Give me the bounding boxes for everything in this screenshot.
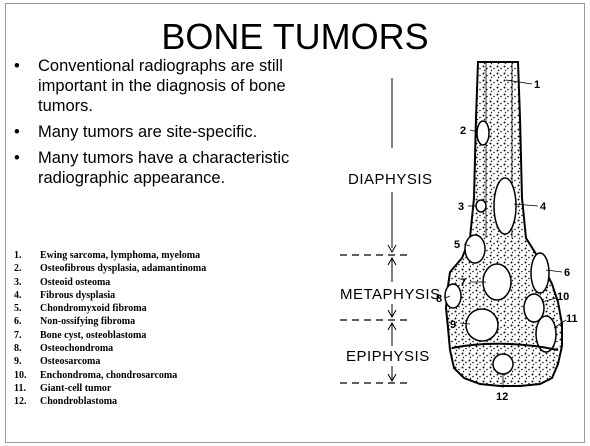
tumor-list-item: 2. Osteofibrous dysplasia, adamantinoma bbox=[14, 262, 314, 275]
bullet-icon: • bbox=[14, 148, 20, 168]
lesion-5 bbox=[465, 235, 485, 263]
callout-12: 12 bbox=[496, 391, 508, 403]
tumor-name: Ewing sarcoma, lymphoma, myeloma bbox=[40, 250, 200, 261]
tumor-number: 3. bbox=[14, 276, 22, 289]
bullet-list: • Conventional radiographs are still imp… bbox=[14, 56, 304, 194]
tumor-number: 4. bbox=[14, 289, 22, 302]
tumor-list-item: 5. Chondromyxoid fibroma bbox=[14, 302, 314, 315]
tumor-number: 6. bbox=[14, 315, 22, 328]
lesion-8 bbox=[445, 284, 461, 308]
tumor-number: 2. bbox=[14, 262, 22, 275]
tumor-list-item: 3. Osteoid osteoma bbox=[14, 276, 314, 289]
tumor-name: Osteochondroma bbox=[40, 343, 113, 354]
callout-5: 5 bbox=[454, 239, 460, 251]
tumor-name: Giant-cell tumor bbox=[40, 383, 111, 394]
bullet-item: • Many tumors have a characteristic radi… bbox=[14, 148, 304, 188]
tumor-number: 10. bbox=[14, 369, 27, 382]
tumor-name: Chondromyxoid fibroma bbox=[40, 303, 147, 314]
bone-diagram: DIAPHYSIS METAPHYSIS EPIPHYSIS bbox=[300, 58, 586, 442]
tumor-name: Osteosarcoma bbox=[40, 356, 100, 367]
callout-6: 6 bbox=[564, 267, 570, 279]
tumor-list-item: 7. Bone cyst, osteoblastoma bbox=[14, 329, 314, 342]
lesion-9 bbox=[466, 309, 498, 341]
tumor-name: Fibrous dysplasia bbox=[40, 290, 115, 301]
tumor-name: Enchondroma, chondrosarcoma bbox=[40, 370, 177, 381]
bullet-icon: • bbox=[14, 122, 20, 142]
tumor-list-item: 9. Osteosarcoma bbox=[14, 355, 314, 368]
bullet-text: Many tumors have a characteristic radiog… bbox=[38, 149, 289, 187]
bullet-item: • Conventional radiographs are still imp… bbox=[14, 56, 304, 116]
bullet-icon: • bbox=[14, 56, 20, 76]
tumor-list-item: 6. Non-ossifying fibroma bbox=[14, 315, 314, 328]
bullet-text: Conventional radiographs are still impor… bbox=[38, 57, 286, 115]
tumor-number: 11. bbox=[14, 382, 26, 395]
tumor-name: Chondroblastoma bbox=[40, 396, 117, 407]
tumor-number: 1. bbox=[14, 249, 22, 262]
callout-2: 2 bbox=[460, 125, 466, 137]
tumor-list-item: 4. Fibrous dysplasia bbox=[14, 289, 314, 302]
callout-11: 11 bbox=[566, 313, 578, 325]
tumor-name: Osteofibrous dysplasia, adamantinoma bbox=[40, 263, 206, 274]
lesion-4 bbox=[494, 178, 516, 234]
tumor-list-item: 8. Osteochondroma bbox=[14, 342, 314, 355]
lesion-2 bbox=[477, 121, 489, 145]
lesion-3 bbox=[476, 200, 486, 212]
callout-3: 3 bbox=[458, 201, 464, 213]
callout-8: 8 bbox=[436, 293, 442, 305]
tumor-name: Non-ossifying fibroma bbox=[40, 316, 135, 327]
tumor-name: Osteoid osteoma bbox=[40, 277, 110, 288]
tumor-list-item: 11. Giant-cell tumor bbox=[14, 382, 314, 395]
tumor-number: 8. bbox=[14, 342, 22, 355]
slide-title: BONE TUMORS bbox=[150, 17, 440, 57]
bullet-item: • Many tumors are site-specific. bbox=[14, 122, 304, 142]
tumor-list-item: 10. Enchondroma, chondrosarcoma bbox=[14, 369, 314, 382]
callout-4: 4 bbox=[540, 201, 547, 213]
tumor-list-item: 1. Ewing sarcoma, lymphoma, myeloma bbox=[14, 249, 314, 262]
region-label-diaphysis: DIAPHYSIS bbox=[348, 171, 433, 188]
region-label-epiphysis: EPIPHYSIS bbox=[346, 348, 430, 365]
lesion-6 bbox=[531, 253, 549, 293]
callout-9: 9 bbox=[450, 319, 456, 331]
callout-10: 10 bbox=[557, 291, 569, 303]
lesion-12 bbox=[493, 354, 513, 374]
tumor-name: Bone cyst, osteoblastoma bbox=[40, 330, 146, 341]
tumor-number: 7. bbox=[14, 329, 22, 342]
callout-7: 7 bbox=[460, 277, 466, 289]
tumor-list: 1. Ewing sarcoma, lymphoma, myeloma 2. Ost… bbox=[14, 249, 314, 409]
tumor-number: 5. bbox=[14, 302, 22, 315]
tumor-number: 12. bbox=[14, 395, 27, 408]
callout-1: 1 bbox=[534, 79, 540, 91]
bullet-text: Many tumors are site-specific. bbox=[38, 123, 257, 141]
tumor-list-item: 12. Chondroblastoma bbox=[14, 395, 314, 408]
tumor-number: 9. bbox=[14, 355, 22, 368]
lesion-7 bbox=[483, 264, 511, 300]
region-label-metaphysis: METAPHYSIS bbox=[340, 286, 441, 303]
